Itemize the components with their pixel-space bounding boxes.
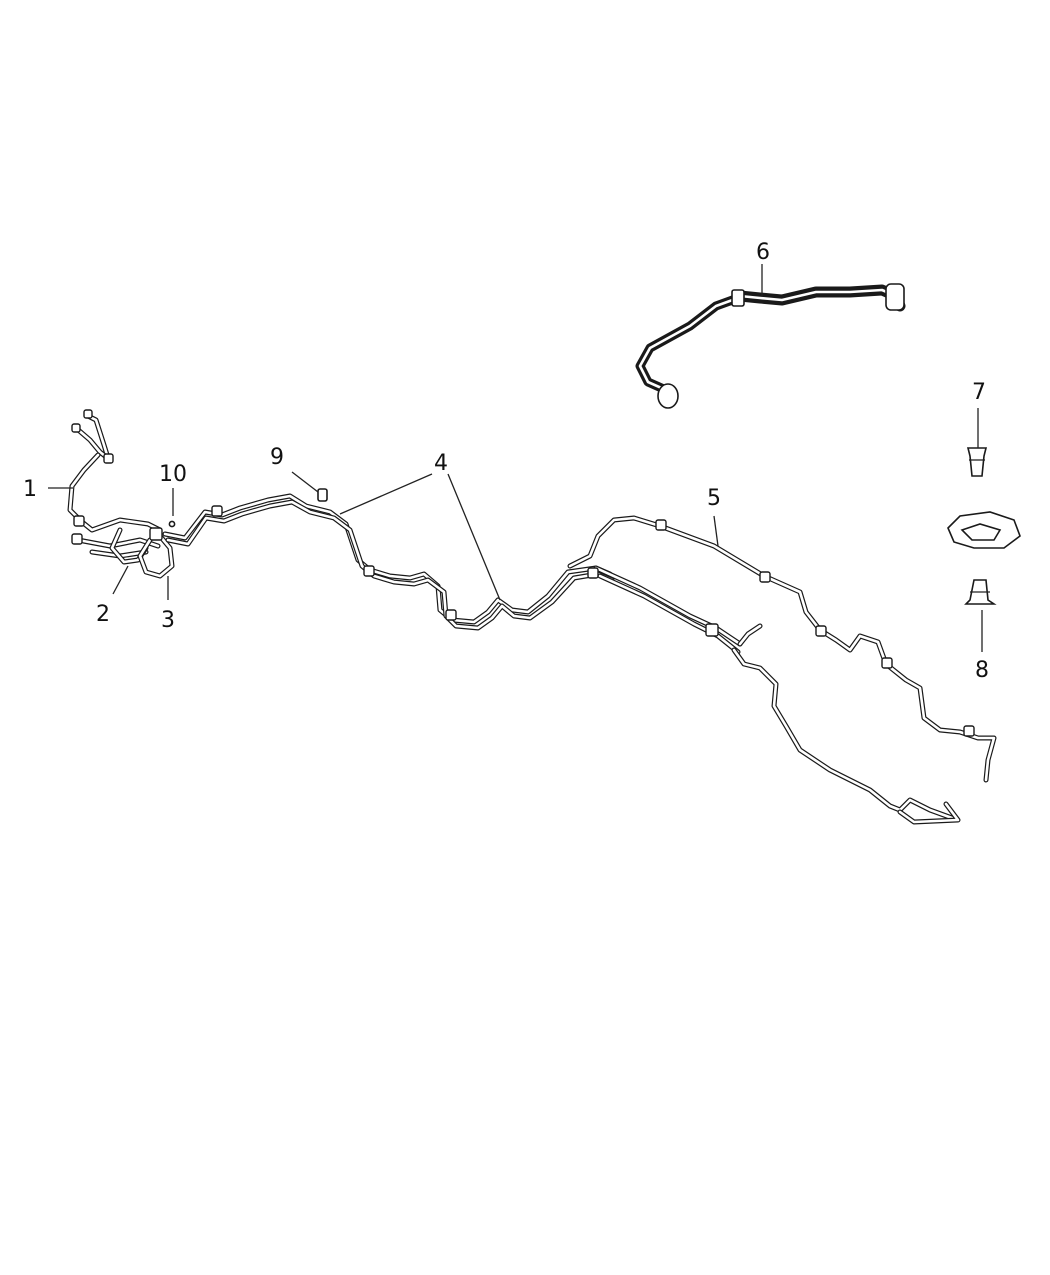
front-line-assembly — [67, 409, 175, 579]
callout-10: 10 — [159, 462, 187, 487]
callout-6: 6 — [756, 240, 770, 265]
callout-7: 7 — [972, 380, 986, 405]
rear-fuel-lines — [567, 515, 997, 825]
callout-3: 3 — [161, 608, 175, 633]
main-fuel-lines — [162, 493, 743, 655]
leader-lines — [48, 264, 983, 652]
callout-8: 8 — [975, 658, 989, 683]
retainer-clip — [317, 488, 328, 502]
fasteners — [947, 447, 1021, 605]
grommet — [168, 520, 176, 528]
vent-hose — [635, 283, 906, 409]
callout-2: 2 — [96, 602, 110, 627]
callout-4: 4 — [434, 451, 448, 476]
callout-5: 5 — [707, 486, 721, 511]
callout-9: 9 — [270, 445, 284, 470]
callout-1: 1 — [23, 477, 37, 502]
callout-labels: 1 2 3 4 5 6 7 8 9 10 — [23, 240, 989, 683]
